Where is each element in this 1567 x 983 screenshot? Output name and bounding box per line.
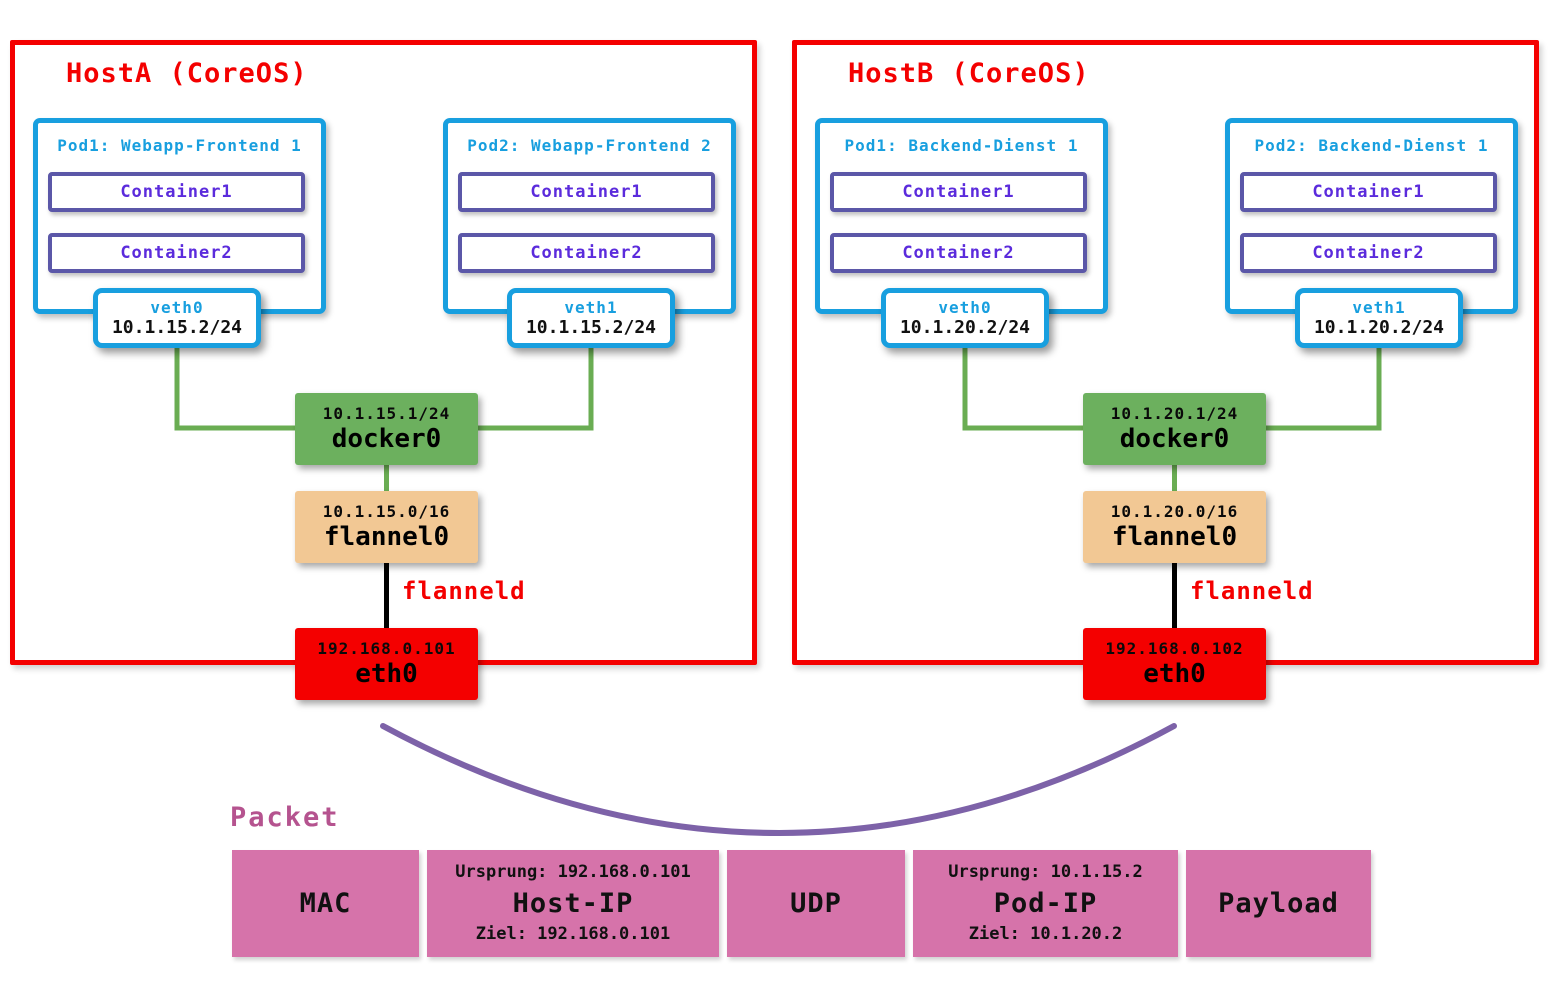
hostb-flanneld-label: flanneld	[1190, 577, 1314, 605]
hosta-pod1-title: Pod1: Webapp-Frontend 1	[57, 136, 302, 155]
packet-host-ip-source: Ursprung: 192.168.0.101	[455, 861, 691, 882]
packet-host-ip-dest: Ziel: 192.168.0.101	[475, 924, 671, 945]
packet-segment-pod-ip: Ursprung: 10.1.15.2 Pod-IP Ziel: 10.1.20…	[913, 850, 1178, 957]
hosta-veth1-ip: 10.1.15.2/24	[525, 316, 657, 338]
hostb-pod1-title: Pod1: Backend-Dienst 1	[844, 136, 1079, 155]
hostb-pod1-box: Pod1: Backend-Dienst 1 Container1 Contai…	[815, 118, 1108, 314]
hosta-pod2-container1: Container1	[458, 172, 715, 212]
hosta-eth0-name: eth0	[355, 658, 418, 689]
packet-payload-label: Payload	[1218, 887, 1339, 919]
hostb-flannel0-box: 10.1.20.0/16 flannel0	[1083, 491, 1266, 563]
hostb-docker0-box: 10.1.20.1/24 docker0	[1083, 393, 1266, 465]
hostb-docker0-ip: 10.1.20.1/24	[1110, 404, 1239, 424]
hosta-eth0-box: 192.168.0.101 eth0	[295, 628, 478, 700]
packet-pod-ip-source: Ursprung: 10.1.15.2	[948, 861, 1143, 882]
hostb-veth0-box: veth0 10.1.20.2/24	[881, 288, 1049, 348]
hostb-veth1-ip: 10.1.20.2/24	[1313, 316, 1445, 338]
hosta-flanneld-label: flanneld	[402, 577, 526, 605]
hostb-pod2-title: Pod2: Backend-Dienst 1	[1254, 136, 1489, 155]
hostb-pod1-container2: Container2	[830, 233, 1087, 273]
hosta-pod2-title: Pod2: Webapp-Frontend 2	[467, 136, 712, 155]
packet-segment-host-ip: Ursprung: 192.168.0.101 Host-IP Ziel: 19…	[427, 850, 719, 957]
hosta-pod2-box: Pod2: Webapp-Frontend 2 Container1 Conta…	[443, 118, 736, 314]
hostb-veth0-ip: 10.1.20.2/24	[899, 316, 1031, 338]
hosta-flannel0-ip: 10.1.15.0/16	[322, 502, 451, 522]
hosta-docker0-name: docker0	[331, 423, 442, 454]
eth0-to-eth0-tunnel-curve	[380, 723, 1177, 836]
packet-segment-mac: MAC	[232, 850, 419, 957]
hosta-eth0-ip: 192.168.0.101	[317, 639, 456, 659]
packet-host-ip-label: Host-IP	[512, 887, 634, 919]
hostb-eth0-ip: 192.168.0.102	[1105, 639, 1244, 659]
hosta-flannel0-name: flannel0	[323, 521, 450, 552]
packet-segment-payload: Payload	[1186, 850, 1371, 957]
hostb-pod2-container2: Container2	[1240, 233, 1497, 273]
hostb-flannel0-ip: 10.1.20.0/16	[1110, 502, 1239, 522]
hostb-veth1-box: veth1 10.1.20.2/24	[1295, 288, 1463, 348]
hostb-docker0-name: docker0	[1119, 423, 1230, 454]
hosta-pod1-container2: Container2	[48, 233, 305, 273]
hosta-pod1-box: Pod1: Webapp-Frontend 1 Container1 Conta…	[33, 118, 326, 314]
hosta-veth0-ip: 10.1.15.2/24	[111, 316, 243, 338]
packet-title: Packet	[230, 802, 340, 833]
hostb-pod2-box: Pod2: Backend-Dienst 1 Container1 Contai…	[1225, 118, 1518, 314]
hosta-veth1-name: veth1	[564, 297, 618, 317]
hostb-veth1-name: veth1	[1352, 297, 1406, 317]
packet-pod-ip-label: Pod-IP	[993, 887, 1098, 919]
hosta-veth0-name: veth0	[150, 297, 204, 317]
packet-mac-label: MAC	[299, 887, 352, 919]
hosta-title: HostA (CoreOS)	[66, 58, 308, 89]
hostb-pod1-container1: Container1	[830, 172, 1087, 212]
hosta-veth1-box: veth1 10.1.15.2/24	[507, 288, 675, 348]
hosta-docker0-ip: 10.1.15.1/24	[322, 404, 451, 424]
hostb-eth0-name: eth0	[1143, 658, 1206, 689]
hosta-pod2-container2: Container2	[458, 233, 715, 273]
hostb-flannel0-name: flannel0	[1111, 521, 1238, 552]
packet-udp-label: UDP	[790, 887, 842, 919]
hostb-veth0-name: veth0	[938, 297, 992, 317]
hostb-title: HostB (CoreOS)	[848, 58, 1090, 89]
hosta-docker0-box: 10.1.15.1/24 docker0	[295, 393, 478, 465]
packet-segment-udp: UDP	[727, 850, 905, 957]
packet-pod-ip-dest: Ziel: 10.1.20.2	[968, 924, 1123, 945]
hostb-eth0-box: 192.168.0.102 eth0	[1083, 628, 1266, 700]
hosta-veth0-box: veth0 10.1.15.2/24	[93, 288, 261, 348]
hosta-flannel0-box: 10.1.15.0/16 flannel0	[295, 491, 478, 563]
hosta-pod1-container1: Container1	[48, 172, 305, 212]
hostb-pod2-container1: Container1	[1240, 172, 1497, 212]
